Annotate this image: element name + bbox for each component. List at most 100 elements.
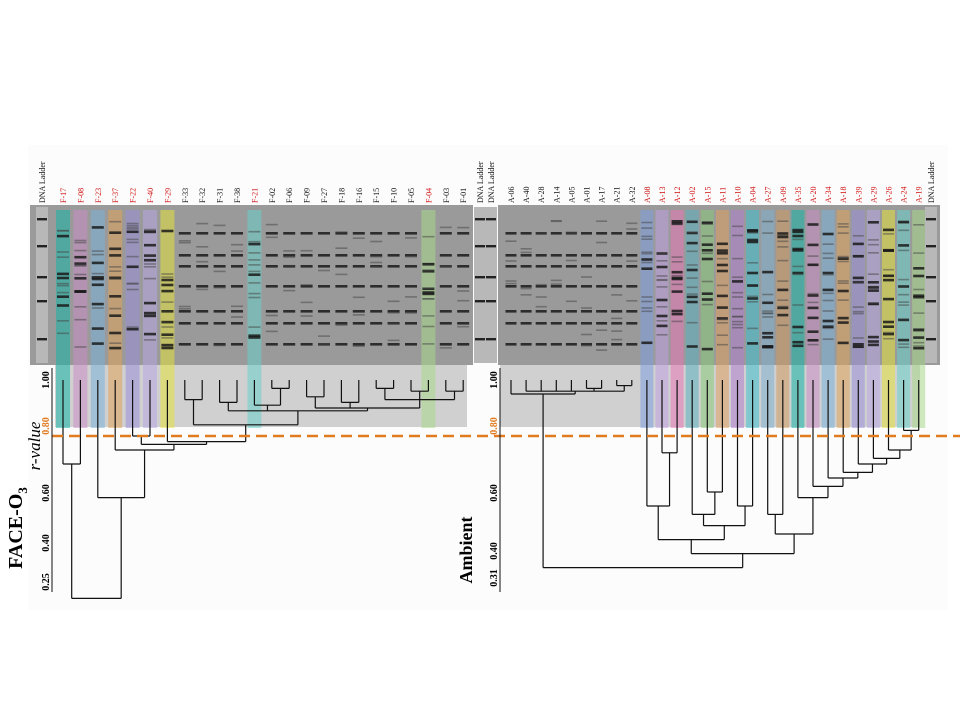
- gel-band: [213, 322, 226, 325]
- gel-band: [520, 287, 532, 290]
- gel-band: [898, 318, 910, 322]
- gel-band: [161, 278, 174, 282]
- gel-band: [867, 243, 879, 246]
- gel-band: [671, 274, 683, 277]
- gel-band: [747, 327, 759, 330]
- gel-band: [611, 338, 623, 341]
- gel-band: [422, 291, 435, 294]
- gel-band: [822, 288, 834, 292]
- gel-band: [581, 310, 592, 313]
- gel-band: [318, 265, 330, 268]
- gel-band: [439, 285, 452, 288]
- ladder-label-0: DNA Ladder: [38, 161, 47, 203]
- gel-band: [283, 289, 296, 292]
- gel-band: [231, 316, 243, 318]
- gel-band: [807, 330, 819, 333]
- gel-band: [822, 325, 834, 328]
- gel-band: [898, 285, 910, 288]
- gel-band: [747, 232, 759, 234]
- gel-band: [807, 223, 819, 226]
- gel-band: [641, 238, 653, 240]
- gel-band: [837, 223, 849, 225]
- gel-band: [161, 289, 174, 293]
- gel-band: [626, 285, 638, 288]
- gel-band: [109, 254, 122, 257]
- gel-band: [550, 232, 562, 235]
- gel-band: [248, 264, 261, 266]
- gel-band: [822, 252, 834, 255]
- gel-band: [505, 322, 517, 325]
- gel-band: [57, 282, 69, 285]
- gel-band: [883, 320, 894, 324]
- gel-band: [671, 256, 683, 258]
- gel-band: [213, 254, 226, 257]
- gel-band: [807, 243, 819, 247]
- gel-band: [883, 325, 894, 328]
- highlight-F-17: [56, 210, 70, 428]
- gel-band: [732, 326, 743, 329]
- gel-band: [178, 232, 191, 235]
- ambient-title: Ambient: [456, 516, 476, 583]
- gel-band: [318, 254, 330, 257]
- gel-band: [641, 227, 653, 229]
- gel-band: [611, 322, 623, 325]
- gel-band: [91, 307, 104, 309]
- gel-band: [196, 260, 209, 263]
- gel-band: [231, 254, 243, 257]
- gel-band: [387, 300, 400, 303]
- gel-band: [109, 276, 122, 280]
- gel-band: [837, 255, 849, 258]
- gel-band: [762, 336, 774, 339]
- lane-label-F-37: F-37: [111, 188, 120, 203]
- gel-band: [732, 257, 743, 260]
- gel-band: [822, 257, 834, 259]
- gel-band: [91, 302, 104, 306]
- gel-band: [231, 305, 243, 308]
- highlight-A-35: [791, 210, 805, 428]
- gel-band: [352, 296, 365, 299]
- gel-band: [898, 301, 910, 303]
- gel-band: [505, 343, 517, 346]
- highlight-A-34: [821, 210, 835, 428]
- gel-band: [732, 307, 743, 310]
- lane-label-F-32: F-32: [198, 188, 207, 203]
- gel-band: [883, 268, 894, 271]
- gel-band: [747, 230, 759, 233]
- gel-band: [550, 220, 562, 223]
- gel-band: [611, 310, 623, 313]
- gel-band: [686, 220, 698, 224]
- gel-band: [852, 235, 864, 237]
- gel-band: [520, 285, 532, 288]
- gel-band: [867, 335, 879, 339]
- gel-band: [161, 229, 174, 233]
- face-tick-1: 1.00: [41, 371, 52, 389]
- lane-label-F-03: F-03: [442, 188, 451, 203]
- gel-band: [57, 229, 69, 232]
- lane-label-A-01: A-01: [583, 187, 592, 203]
- gel-band: [178, 310, 191, 313]
- gel-band: [352, 285, 365, 288]
- lane-label-A-11: A-11: [718, 187, 727, 203]
- gel-band: [505, 282, 517, 285]
- gel-band: [520, 294, 532, 296]
- gel-band: [405, 310, 417, 313]
- ladder-band: [37, 276, 47, 279]
- gel-band: [352, 345, 365, 347]
- gel-band: [762, 331, 774, 335]
- gel-band: [178, 305, 191, 308]
- gel-band: [300, 284, 313, 286]
- gel-band: [822, 271, 834, 275]
- ladder-band: [486, 338, 496, 341]
- gel-band: [439, 343, 452, 346]
- gel-band: [671, 309, 683, 313]
- gel-band: [898, 220, 910, 224]
- gel-band: [91, 226, 104, 229]
- ambient-axis: 1.00 0.80 0.60 0.40 0.31: [489, 368, 501, 592]
- gel-band: [422, 235, 435, 238]
- gel-band: [318, 335, 330, 337]
- gel-band: [581, 343, 592, 346]
- gel-band: [913, 274, 925, 278]
- gel-band: [248, 240, 261, 243]
- gel-band: [611, 285, 623, 288]
